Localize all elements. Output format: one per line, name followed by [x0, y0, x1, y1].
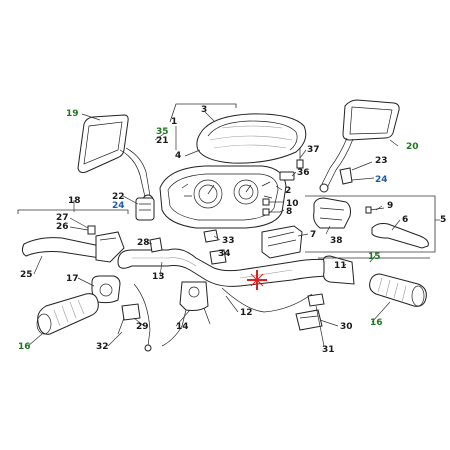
connector-36 [279, 171, 295, 181]
right-switch-housing [313, 197, 351, 229]
group-bracket-1-3 [169, 103, 237, 123]
part-label-13: 13 [152, 272, 165, 282]
block-33 [203, 229, 219, 243]
right-brake-lever [371, 223, 429, 249]
part-label-16: 16 [18, 342, 31, 352]
part-label-32: 32 [96, 342, 109, 352]
part-label-11: 11 [334, 261, 347, 271]
part-label-21: 21 [156, 136, 169, 146]
part-label-22: 22 [112, 192, 125, 202]
part-label-28: 28 [137, 238, 150, 248]
part-label-38: 38 [330, 236, 343, 246]
part-label-35: 35 [156, 127, 169, 137]
part-label-26: 26 [56, 222, 69, 232]
part-label-25: 25 [20, 270, 33, 280]
part-label-1: 1 [171, 117, 177, 127]
part-label-34: 34 [218, 249, 231, 259]
center-block-7 [261, 225, 303, 259]
part-label-37: 37 [307, 145, 320, 155]
clamp-bolt-22 [135, 197, 155, 221]
part-label-24: 24 [112, 201, 125, 211]
part-label-15: 15 [368, 252, 381, 262]
block-34 [209, 249, 227, 265]
part-label-27: 27 [56, 213, 69, 223]
part-31-lead-base [307, 293, 325, 307]
screw-9 [365, 206, 385, 214]
instrument-cover [196, 113, 307, 164]
part-label-3: 3 [201, 105, 207, 115]
switch-30 [295, 309, 323, 331]
bracket-29 [117, 303, 141, 335]
handlebar-post [179, 281, 211, 327]
part-label-16: 16 [370, 318, 383, 328]
left-grip [36, 293, 99, 335]
part-label-36: 36 [297, 168, 310, 178]
group-bracket-5 [305, 195, 436, 253]
part-label-10: 10 [286, 199, 299, 209]
clip-28 [149, 237, 163, 253]
left-brake-lever [21, 237, 105, 259]
part-label-33: 33 [222, 236, 235, 246]
part-label-12: 12 [240, 308, 253, 318]
part-label-30: 30 [340, 322, 353, 332]
part-label-20: 20 [406, 142, 419, 152]
part-label-18: 18 [68, 196, 81, 206]
part-label-9: 9 [387, 201, 393, 211]
part-label-24: 24 [375, 175, 388, 185]
screw-10 [262, 198, 280, 206]
left-mirror [77, 114, 154, 206]
part-label-14: 14 [176, 322, 189, 332]
alignment-marker-icon [247, 270, 267, 290]
cable-12 [161, 287, 313, 347]
part-label-7: 7 [310, 230, 316, 240]
part-label-6: 6 [402, 215, 408, 225]
left-switch-housing [87, 225, 125, 263]
instrument-panel [159, 165, 287, 229]
right-grip [369, 273, 427, 307]
cable-end-32 [133, 283, 152, 352]
part-label-2: 2 [285, 186, 291, 196]
screw-8 [262, 208, 280, 216]
right-mirror [319, 99, 400, 193]
screw-37 [296, 148, 304, 169]
group-bracket-18 [17, 209, 129, 214]
part-label-23: 23 [375, 156, 388, 166]
part-label-29: 29 [136, 322, 149, 332]
part-label-4: 4 [175, 151, 181, 161]
part-label-17: 17 [66, 274, 79, 284]
part-label-19: 19 [66, 109, 79, 119]
part-label-8: 8 [286, 207, 292, 217]
part-label-31: 31 [322, 345, 335, 355]
leader-lines [27, 111, 440, 347]
part-label-5: 5 [440, 215, 446, 225]
left-master-cylinder [91, 275, 121, 304]
